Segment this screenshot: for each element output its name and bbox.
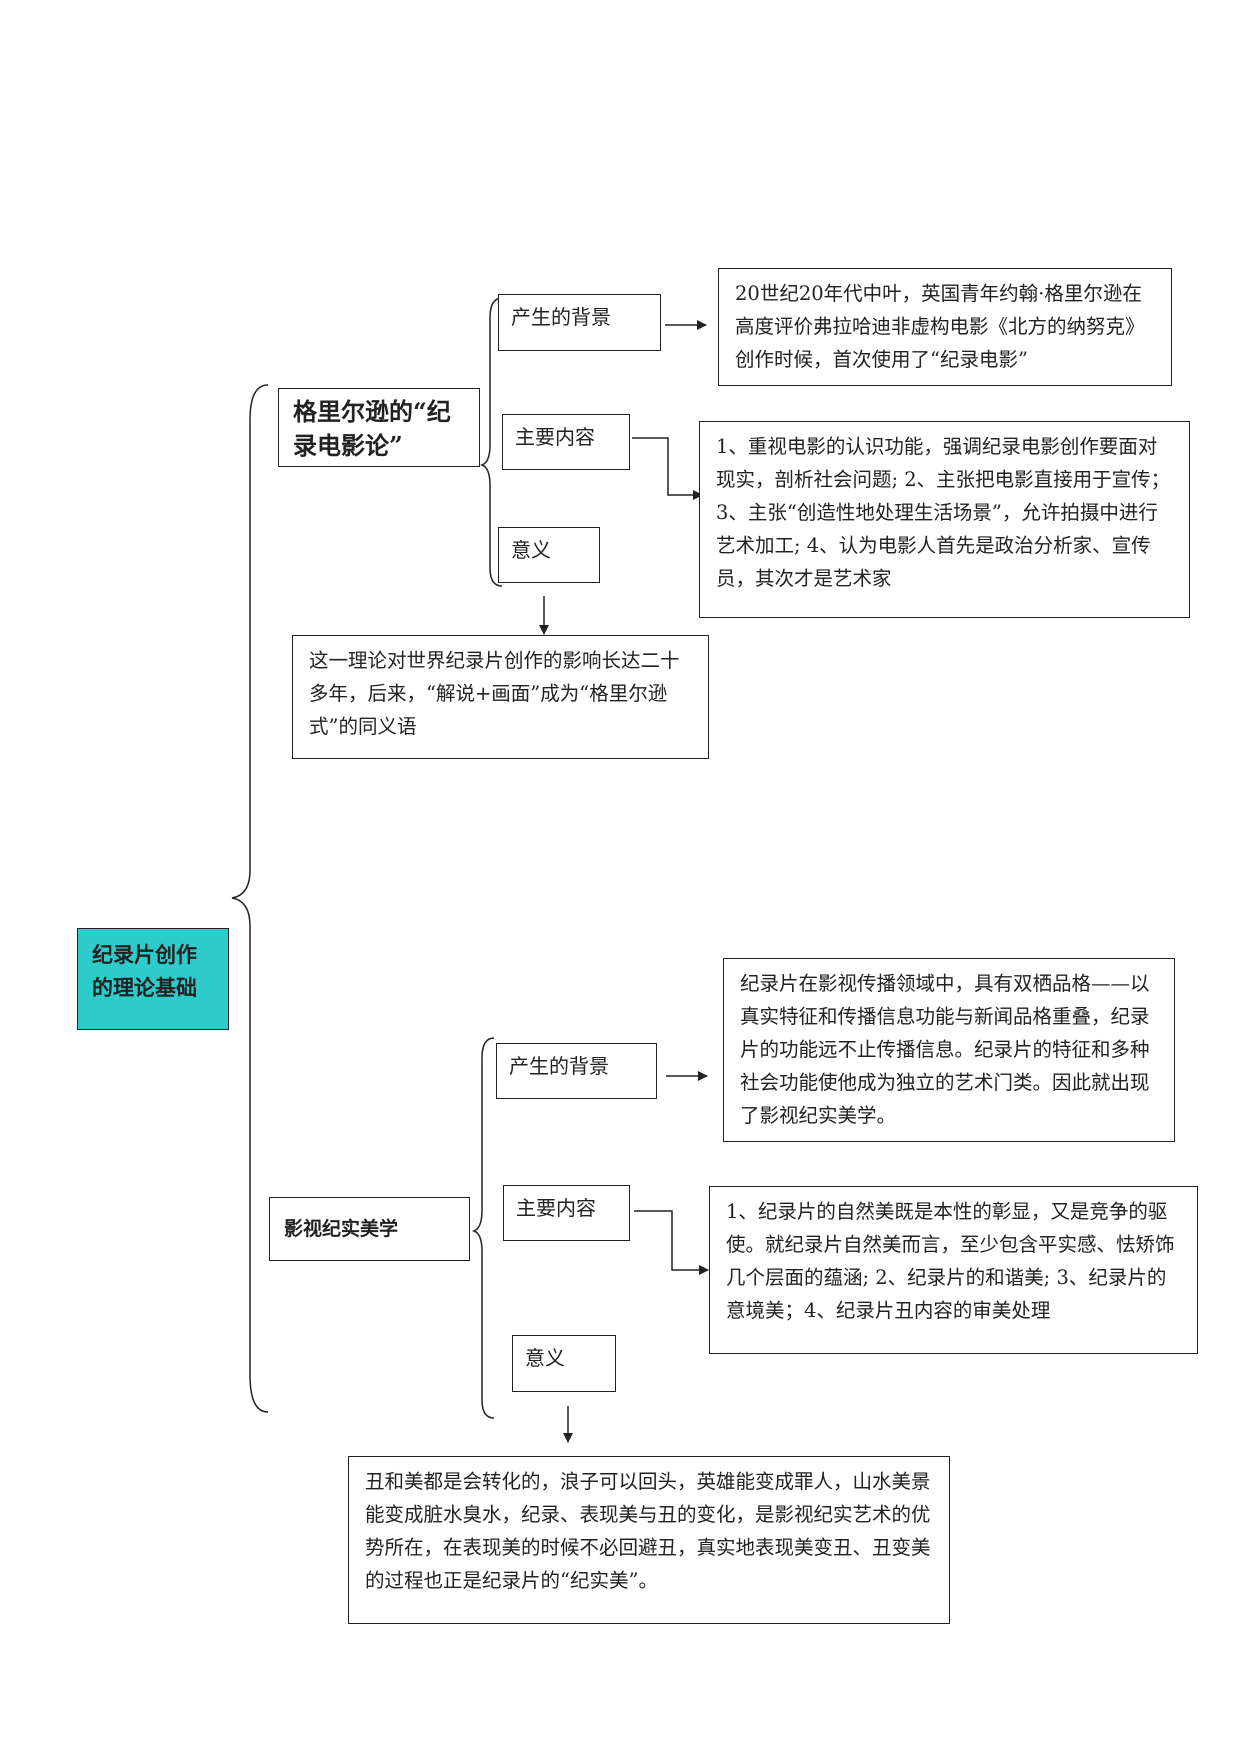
branch1-background-text: 20世纪20年代中叶，英国青年约翰·格里尔逊在高度评价弗拉哈迪非虚构电影《北方的… [718,268,1172,386]
branch2-background-label: 产生的背景 [496,1043,657,1099]
branch1-meaning-text: 这一理论对世界纪录片创作的影响长达二十多年，后来，“解说+画面”成为“格里尔逊式… [292,635,709,759]
branch2-brace [471,1037,495,1419]
branch1-content-text: 1、重视电影的认识功能，强调纪录电影创作要面对现实，剖析社会问题; 2、主张把电… [699,421,1190,618]
branch2-background-text: 纪录片在影视传播领域中，具有双栖品格——以真实特征和传播信息功能与新闻品格重叠，… [723,958,1175,1142]
root-brace [231,384,269,1413]
root-node: 纪录片创作的理论基础 [77,928,229,1030]
arrow-b1-content [632,437,703,500]
branch1-title: 格里尔逊的“纪录电影论” [278,388,480,467]
branch1-content-label: 主要内容 [502,414,630,470]
branch1-meaning-label: 意义 [498,527,600,583]
arrow-b2-content [634,1210,709,1275]
branch2-meaning-label: 意义 [512,1335,616,1392]
branch1-brace [479,297,503,587]
branch2-content-text: 1、纪录片的自然美既是本性的彰显，又是竞争的驱使。就纪录片自然美而言，至少包含平… [709,1186,1198,1354]
branch2-meaning-text: 丑和美都是会转化的，浪子可以回头，英雄能变成罪人，山水美景能变成脏水臭水，纪录、… [348,1456,950,1624]
branch1-background-label: 产生的背景 [498,294,661,351]
branch2-content-label: 主要内容 [503,1185,630,1241]
branch2-title: 影视纪实美学 [269,1197,470,1261]
